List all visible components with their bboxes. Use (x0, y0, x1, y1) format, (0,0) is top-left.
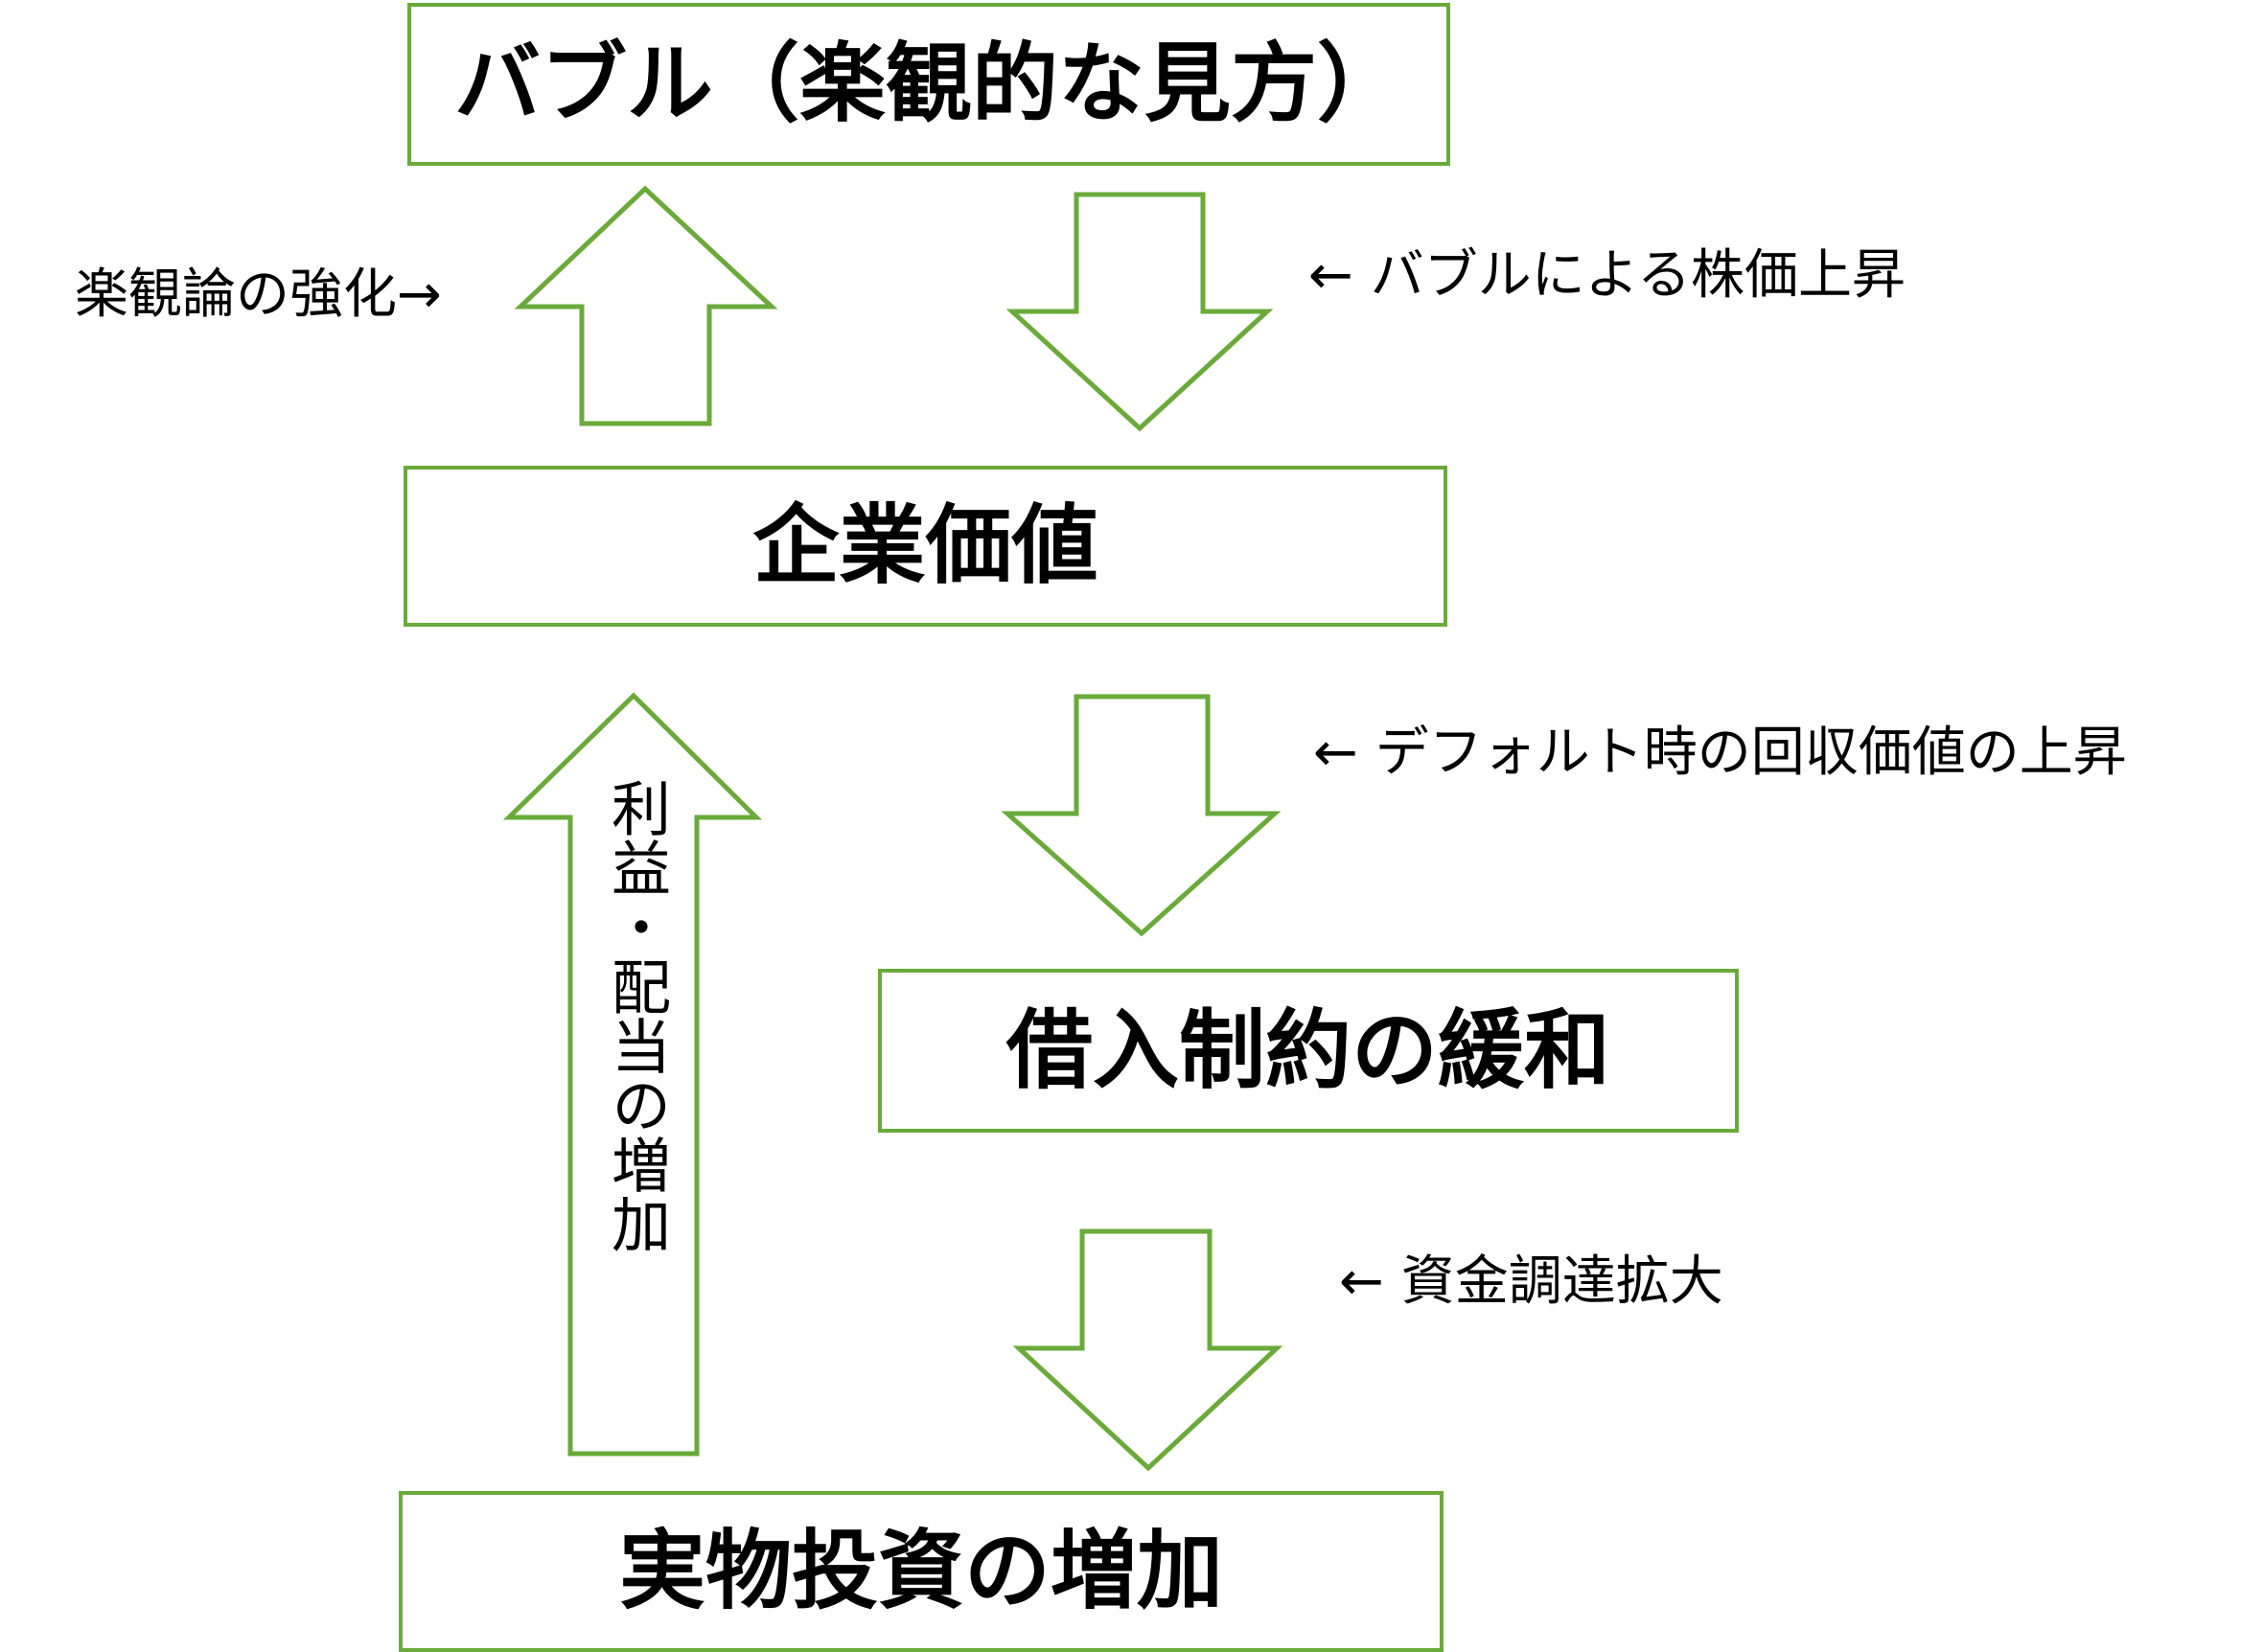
box-bubble-label: バブル（楽観的な見方） (454, 34, 1403, 134)
down-arrow-icon-bubble-rise (1005, 192, 1274, 432)
label-default-value: ← デフォルト時の回収価値の上昇 (1313, 722, 2127, 784)
box-borrowing-relief: 借入制約の緩和 (878, 969, 1739, 1133)
box-bubble: バブル（楽観的な見方） (407, 3, 1450, 166)
box-investment-increase-label: 実物投資の増加 (619, 1521, 1223, 1621)
label-profit-dividend: 利益・配当の増加 (601, 778, 671, 1253)
label-bubble-rise: ← バブルによる株価上昇 (1308, 244, 1906, 307)
box-investment-increase: 実物投資の増加 (399, 1491, 1444, 1652)
up-arrow-icon-profit-dividend (502, 692, 763, 1457)
box-borrowing-relief-label: 借入制約の緩和 (1006, 999, 1610, 1101)
label-funding: ← 資金調達拡大 (1339, 1250, 1723, 1313)
box-corporate-value-label: 企業価値 (752, 495, 1098, 596)
up-arrow-icon-optimism (514, 185, 778, 426)
box-corporate-value: 企業価値 (404, 466, 1447, 627)
label-optimism: 楽観論の強化→ (75, 264, 442, 326)
down-arrow-icon-default-value (1001, 694, 1282, 937)
down-arrow-icon-funding (1012, 1228, 1283, 1472)
